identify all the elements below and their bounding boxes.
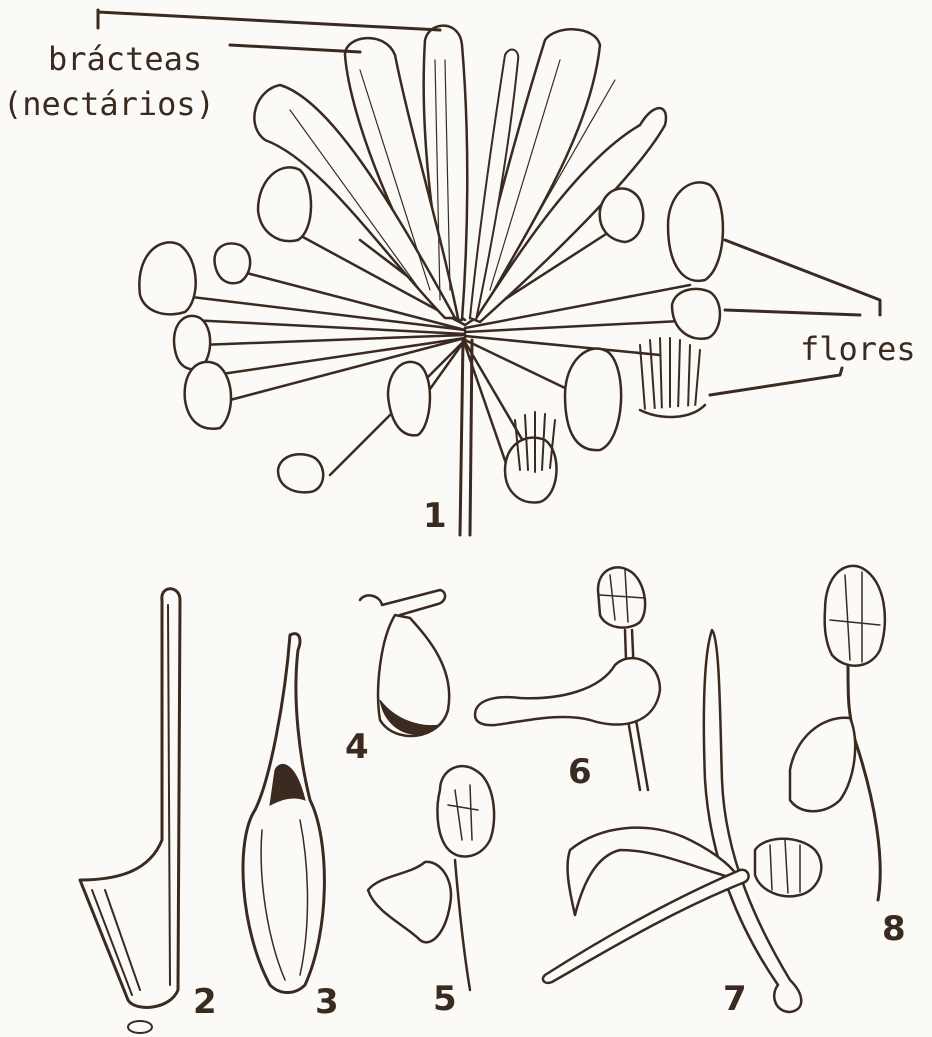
- figure-number-4: 4: [345, 727, 369, 767]
- nectaries-label: (nectários): [3, 85, 215, 123]
- figure-7-flower-part: [543, 630, 821, 1012]
- figure-number-7: 7: [723, 979, 747, 1019]
- figure-number-8: 8: [882, 909, 906, 949]
- figure-3-bract: [243, 634, 324, 993]
- figure-1-inflorescence: [98, 10, 880, 535]
- bracts-label: brácteas: [48, 40, 202, 78]
- figure-number-5: 5: [433, 979, 457, 1019]
- figure-5-flower-part: [368, 766, 494, 990]
- figure-4-flower-part: [360, 590, 449, 736]
- figure-number-3: 3: [315, 982, 339, 1022]
- bracts: [254, 26, 666, 322]
- figure-number-1: 1: [423, 496, 447, 536]
- flowers-label: flores: [800, 330, 916, 368]
- figure-number-2: 2: [193, 982, 217, 1022]
- figure-2-bract: [80, 589, 180, 1033]
- figure-number-6: 6: [568, 752, 592, 792]
